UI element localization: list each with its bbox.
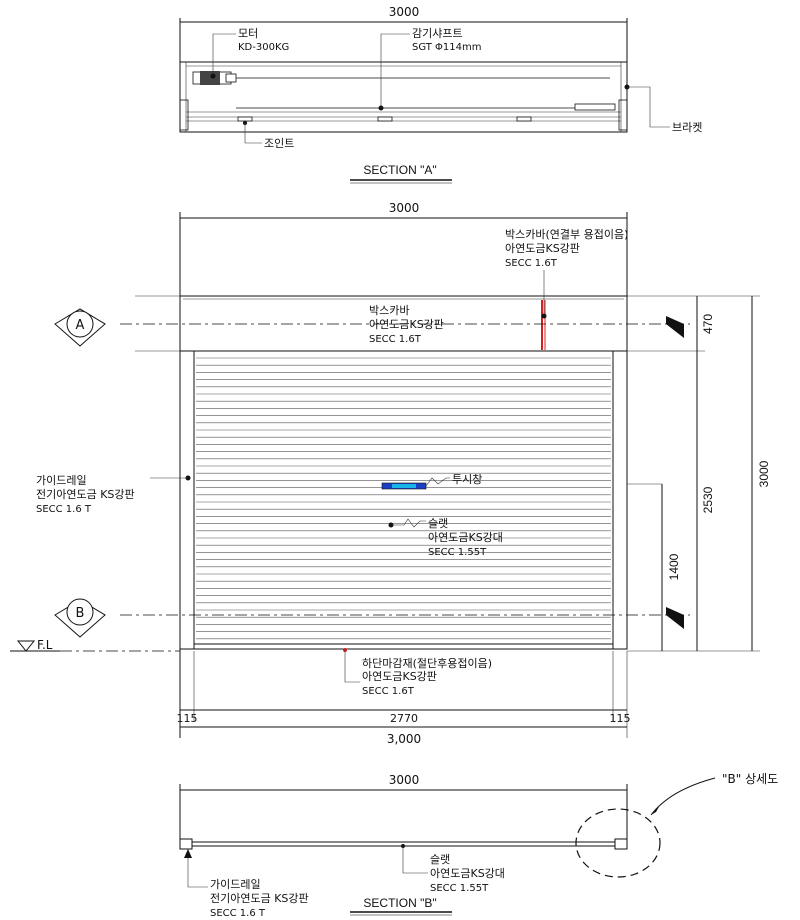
slat-spec-b: SECC 1.55T bbox=[430, 883, 489, 894]
slat-curtain bbox=[193, 350, 614, 650]
dim-top-a: 3000 bbox=[389, 5, 420, 19]
section-b-title: SECTION "B" bbox=[363, 896, 436, 910]
guide-plan-right bbox=[614, 838, 628, 850]
section-a: 3000 모터 KD-300KG 감기샤프트 SG bbox=[179, 5, 702, 184]
section-marker-a: A bbox=[54, 308, 106, 347]
guide-leader-b bbox=[187, 849, 208, 888]
boxcover-spec: SECC 1.6T bbox=[369, 334, 422, 345]
slat-mat-b: 아연도금KS강대 bbox=[430, 867, 505, 880]
dim-total: 3,000 bbox=[387, 732, 421, 746]
bracket-label: 브라켓 bbox=[672, 121, 702, 134]
dim-2530: 2530 bbox=[701, 486, 715, 513]
boxcover-mat: 아연도금KS강판 bbox=[369, 318, 444, 331]
dim-115-left: 115 bbox=[177, 712, 198, 725]
guide-label: 가이드레일 bbox=[36, 473, 87, 487]
bottom-spec: SECC 1.6T bbox=[362, 686, 415, 697]
slat-spec: SECC 1.55T bbox=[428, 547, 487, 558]
bottom-label: 하단마감재(절단후용접이음) bbox=[362, 656, 492, 670]
dim-115-right: 115 bbox=[610, 712, 631, 725]
window-label: 투시창 bbox=[452, 473, 482, 486]
marker-a-label: A bbox=[76, 318, 85, 333]
motor-leader bbox=[212, 33, 236, 76]
elevation: 3000 박스카바(연결부 용접이음) 아연도금KS강판 SECC 1.6T 박… bbox=[10, 201, 771, 746]
shaft-label: 감기샤프트 bbox=[412, 27, 463, 40]
motor-model: KD-300KG bbox=[238, 42, 289, 53]
guide-rail-left bbox=[179, 350, 195, 650]
dim-470: 470 bbox=[701, 314, 715, 334]
boxcover-joint-mat: 아연도금KS강판 bbox=[505, 242, 580, 255]
dim-2770: 2770 bbox=[390, 712, 418, 725]
boxcover-label: 박스카바 bbox=[369, 304, 409, 317]
marker-b-label: B bbox=[76, 606, 85, 621]
dim-top-b: 3000 bbox=[389, 773, 420, 787]
shaft-leader bbox=[380, 33, 410, 108]
detail-leader bbox=[650, 777, 716, 816]
motor-label: 모터 bbox=[238, 27, 258, 40]
dim-1400: 1400 bbox=[667, 553, 681, 580]
slat-lines bbox=[196, 357, 611, 640]
window-leader bbox=[425, 477, 450, 487]
section-b: 3000 "B" 상세도 슬랫 아연도금KS강대 SECC 1.55T 가이드레… bbox=[179, 772, 778, 919]
guide-mat: 전기아연도금 KS강판 bbox=[36, 488, 135, 501]
slat-leader-b bbox=[402, 846, 428, 874]
bracket-leader bbox=[627, 86, 670, 128]
slat-label: 슬랫 bbox=[428, 517, 448, 530]
section-marker-b: B bbox=[54, 598, 106, 638]
guide-spec: SECC 1.6 T bbox=[36, 504, 92, 515]
bottom-leader bbox=[344, 650, 360, 683]
boxcover-joint-spec: SECC 1.6T bbox=[505, 258, 558, 269]
section-a-title: SECTION "A" bbox=[363, 163, 436, 177]
slat-mat: 아연도금KS강대 bbox=[428, 531, 503, 544]
box-outline bbox=[179, 61, 628, 133]
fl-marker: F.L bbox=[10, 638, 180, 652]
vision-window bbox=[381, 482, 427, 490]
shaft-spec: SGT Φ114mm bbox=[412, 42, 481, 53]
guide-label-b: 가이드레일 bbox=[210, 877, 261, 891]
fl-label: F.L bbox=[37, 638, 53, 652]
guide-mat-b: 전기아연도금 KS강판 bbox=[210, 892, 309, 905]
guide-rail-right bbox=[612, 350, 628, 650]
guide-spec-b: SECC 1.6 T bbox=[210, 908, 266, 919]
slat-leader bbox=[391, 518, 426, 528]
joint-label: 조인트 bbox=[264, 137, 294, 150]
boxcover-joint-label: 박스카바(연결부 용접이음) bbox=[505, 228, 628, 241]
slat-label-b: 슬랫 bbox=[430, 853, 450, 866]
bottom-bar bbox=[193, 643, 614, 650]
dim-3000-v: 3000 bbox=[757, 460, 771, 487]
bottom-mat: 아연도금KS강판 bbox=[362, 670, 437, 683]
joint-leader bbox=[244, 123, 262, 144]
dim-top-elev: 3000 bbox=[389, 201, 420, 215]
detail-label: "B" 상세도 bbox=[722, 772, 778, 786]
detail-circle bbox=[575, 808, 661, 878]
guide-plan-left bbox=[179, 838, 193, 850]
